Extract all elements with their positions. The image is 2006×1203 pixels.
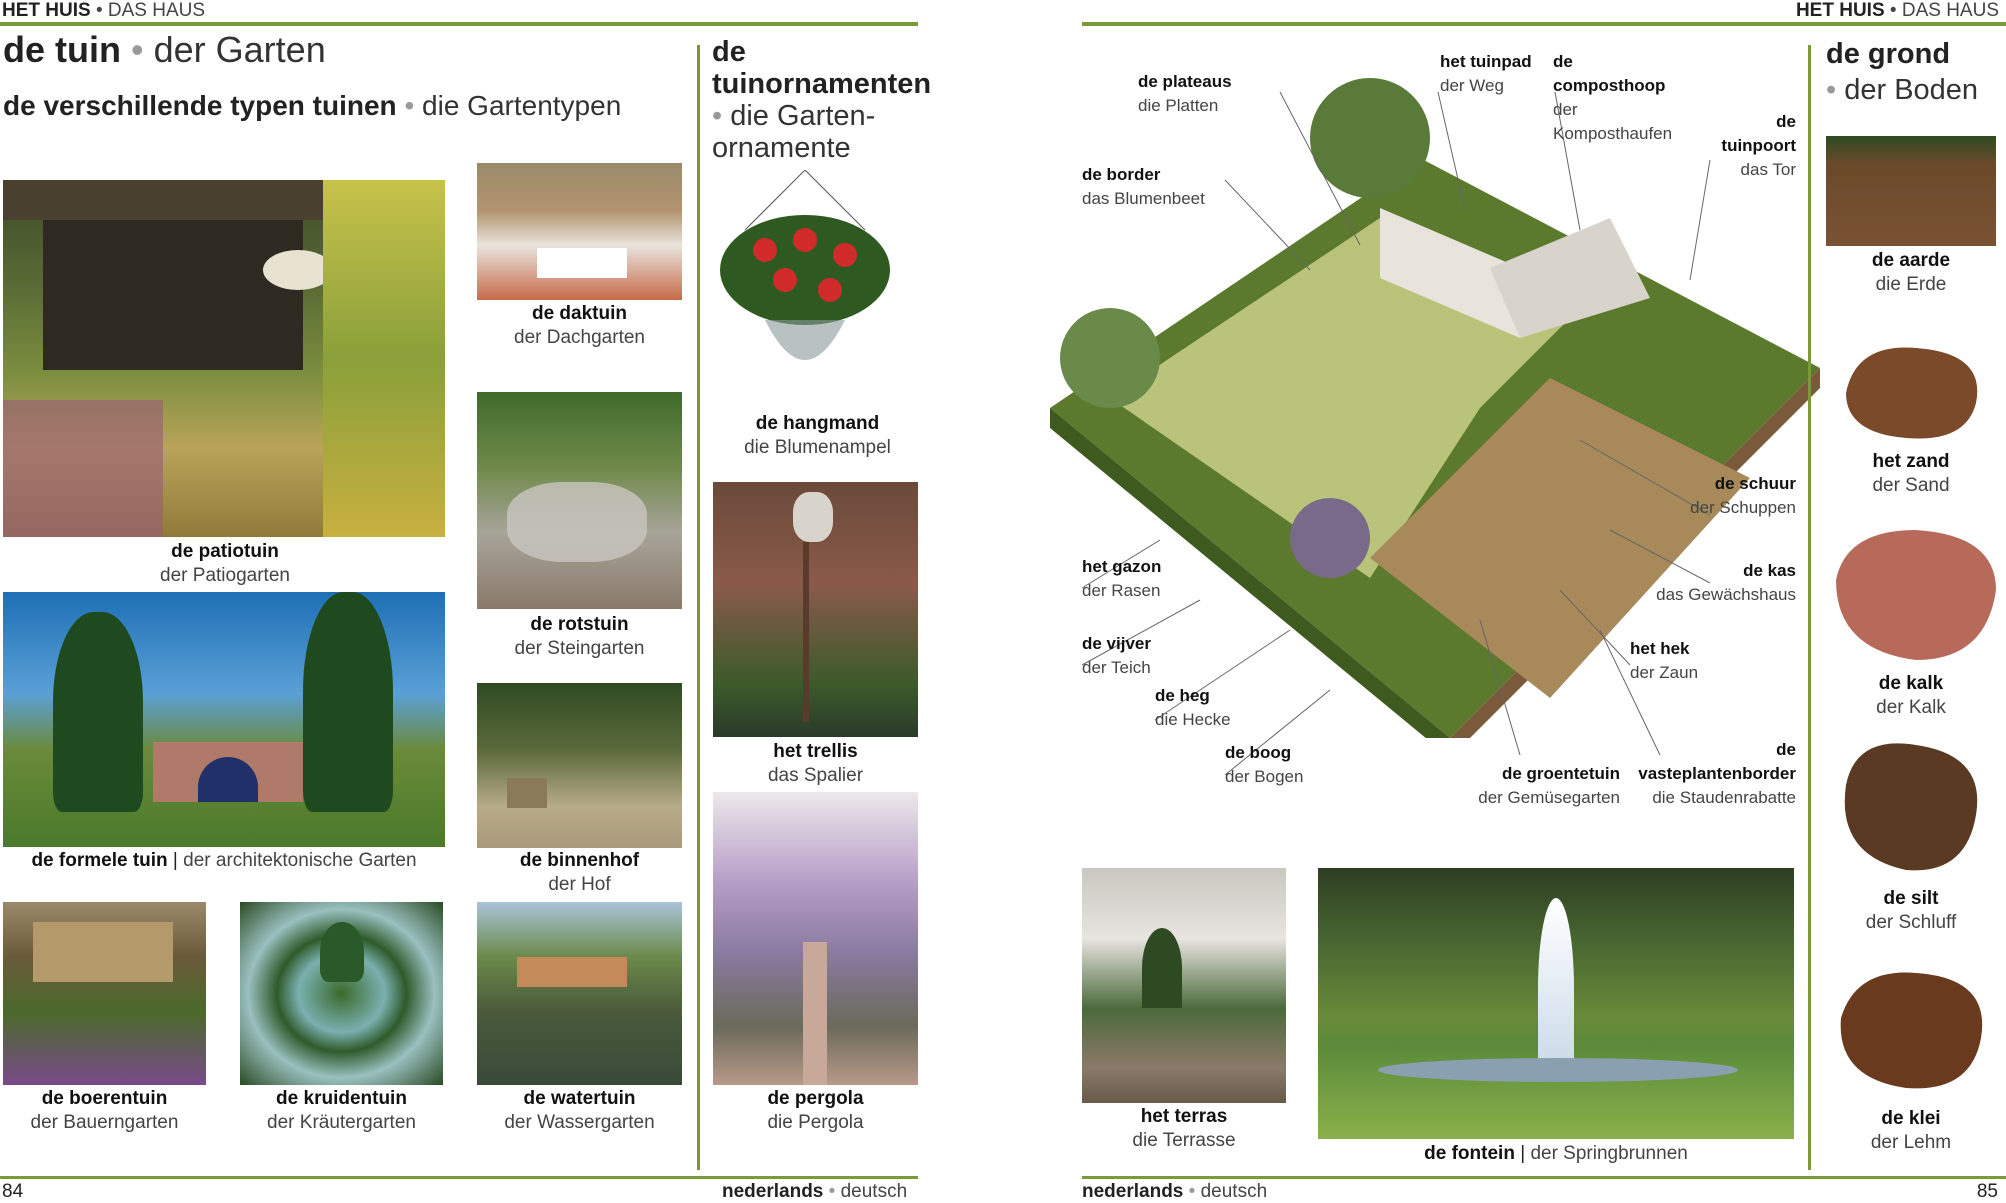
header-de: DAS HAUS (107, 0, 206, 21)
caption-formal: de formele tuin | der architektonische G… (31, 850, 417, 871)
page-number-left: 84 (2, 1181, 24, 1202)
column-rule-left (697, 45, 700, 1170)
section-subtitle: de verschillende typen tuinen • die Gart… (3, 90, 622, 121)
footer-language-left: nederlands • deutsch (722, 1181, 908, 1202)
caption-fountain: de fontein | der Springbrunnen (1424, 1143, 1688, 1164)
patio-garden-photo (3, 180, 445, 537)
running-header-right: HET HUIS • DAS HAUS (1795, 0, 1999, 21)
soil-topsoil-photo (1826, 136, 1996, 246)
running-header-left: HET HUIS • DAS HAUS (2, 0, 206, 21)
soil-chalk-photo (1826, 510, 2006, 670)
header-rule-left (0, 22, 918, 26)
soil-title: de grond • der Boden (1826, 38, 1979, 106)
fountain-photo (1318, 868, 1794, 1139)
column-rule-right (1808, 45, 1811, 1170)
footer-rule-right (1082, 1176, 2006, 1179)
header-nl: HET HUIS (2, 0, 91, 21)
footer-rule-left (0, 1176, 918, 1179)
header-rule-right (1082, 22, 2006, 26)
trellis-photo (713, 482, 918, 737)
herb-garden-photo (240, 902, 443, 1085)
terrace-photo (1082, 868, 1286, 1103)
roof-garden-photo (477, 163, 682, 300)
water-garden-photo (477, 902, 682, 1085)
footer-language-right: nederlands • deutsch (1082, 1181, 1268, 1202)
pergola-photo (713, 792, 918, 1085)
soil-silt-photo (1826, 725, 1996, 885)
page-title: de tuin • der Garten (3, 29, 326, 70)
cottage-garden-photo (3, 902, 206, 1085)
soil-clay-photo (1826, 958, 1996, 1098)
formal-garden-photo (3, 592, 445, 847)
courtyard-photo (477, 683, 682, 848)
garden-plan-illustration (1050, 78, 1820, 738)
rock-garden-photo (477, 392, 682, 609)
soil-sand-photo (1826, 333, 1996, 448)
hanging-basket-photo (705, 170, 905, 410)
page-number-right: 85 (1976, 1181, 1998, 1202)
ornaments-title: de tuinornamenten • die Garten-ornamente (712, 36, 932, 164)
